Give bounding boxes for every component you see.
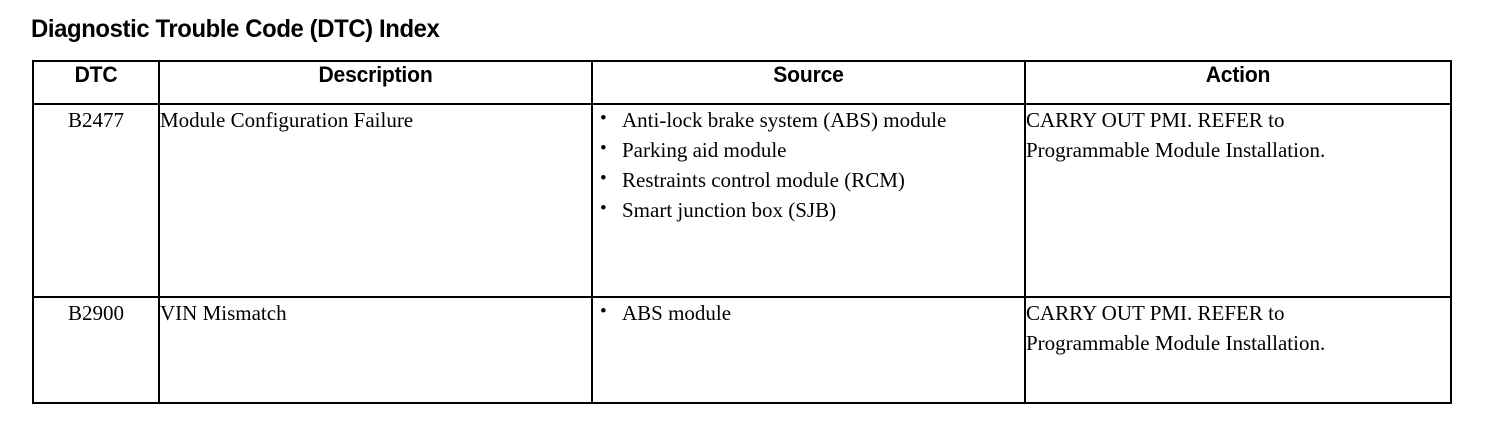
source-list: • Anti-lock brake system (ABS) module • … [593, 105, 1024, 225]
bullet-icon: • [600, 168, 607, 189]
cell-dtc-code: B2900 [32, 296, 160, 404]
page-title: Diagnostic Trouble Code (DTC) Index [31, 15, 440, 43]
dtc-index-table: DTC Description Source Action B2477 Modu… [32, 60, 1452, 404]
source-list: • ABS module [593, 298, 1024, 328]
column-header-description: Description [158, 60, 593, 105]
cell-source: • Anti-lock brake system (ABS) module • … [591, 103, 1026, 298]
table-body: B2477 Module Configuration Failure • Ant… [32, 103, 1452, 404]
bullet-icon: • [600, 138, 607, 159]
list-item-label: Parking aid module [622, 138, 787, 162]
list-item: • ABS module [593, 298, 1024, 328]
cell-action: CARRY OUT PMI. REFER to Programmable Mod… [1024, 103, 1452, 298]
action-line-2: Programmable Module Installation. [1026, 331, 1326, 355]
table-row: B2900 VIN Mismatch • ABS module CARRY OU… [32, 296, 1452, 404]
list-item: • Restraints control module (RCM) [593, 165, 1024, 195]
list-item: • Anti-lock brake system (ABS) module [593, 105, 1024, 135]
cell-description: Module Configuration Failure [158, 103, 593, 298]
cell-source: • ABS module [591, 296, 1026, 404]
list-item-label: Anti-lock brake system (ABS) module [622, 108, 947, 132]
cell-dtc-code: B2477 [32, 103, 160, 298]
header-row: DTC Description Source Action [32, 60, 1452, 105]
list-item: • Parking aid module [593, 135, 1024, 165]
column-header-action-label: Action [1205, 62, 1271, 87]
bullet-icon: • [600, 198, 607, 219]
list-item: • Smart junction box (SJB) [593, 195, 1024, 225]
column-header-source: Source [591, 60, 1026, 105]
action-line-1: CARRY OUT PMI. REFER to [1026, 301, 1285, 325]
action-line-2: Programmable Module Installation. [1026, 138, 1326, 162]
bullet-icon: • [600, 301, 607, 322]
bullet-icon: • [600, 108, 607, 129]
action-line-1: CARRY OUT PMI. REFER to [1026, 108, 1285, 132]
list-item-label: Restraints control module (RCM) [622, 168, 905, 192]
column-header-source-label: Source [773, 62, 844, 87]
column-header-dtc-label: DTC [74, 62, 118, 87]
list-item-label: ABS module [622, 301, 732, 325]
table-row: B2477 Module Configuration Failure • Ant… [32, 103, 1452, 298]
column-header-dtc: DTC [32, 60, 160, 105]
column-header-action: Action [1024, 60, 1452, 105]
list-item-label: Smart junction box (SJB) [622, 198, 837, 222]
cell-action: CARRY OUT PMI. REFER to Programmable Mod… [1024, 296, 1452, 404]
column-header-description-label: Description [318, 62, 433, 87]
table-header: DTC Description Source Action [32, 60, 1452, 105]
cell-description: VIN Mismatch [158, 296, 593, 404]
